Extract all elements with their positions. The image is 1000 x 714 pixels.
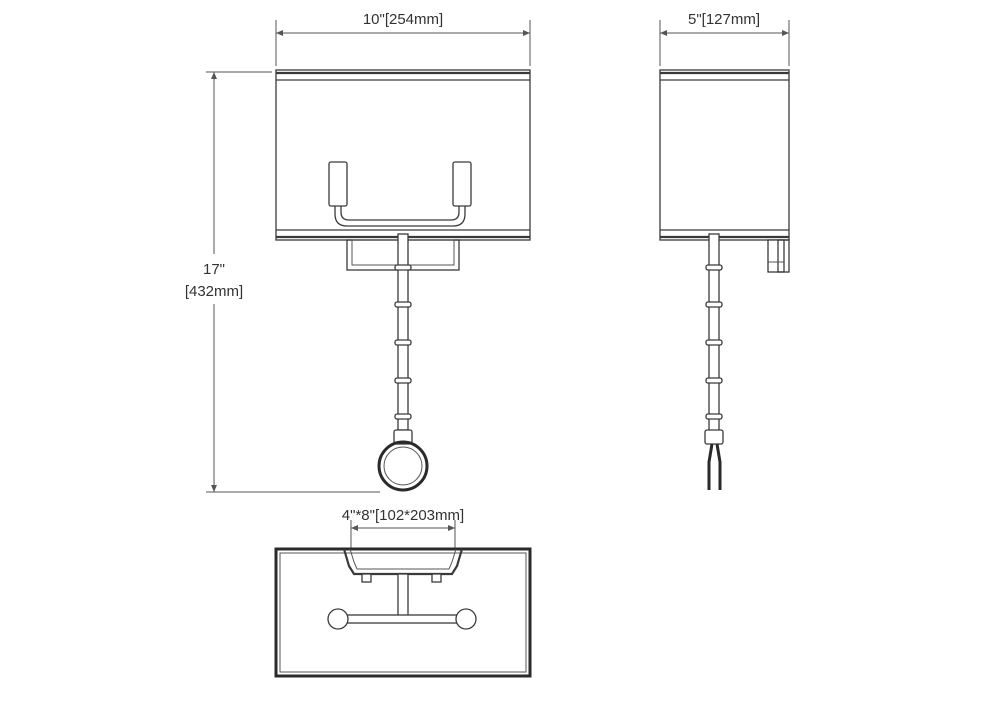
front-shade [275,69,531,241]
height-inch-label: 17" [203,261,225,278]
front-arms [328,161,472,227]
front-width-label: 10"[254mm] [363,11,443,28]
backplate-dimension: 4"*8"[102*203mm] [342,507,464,548]
side-rod [704,233,724,445]
top-arms [327,573,477,630]
top-view: 4"*8"[102*203mm] [274,507,532,678]
side-backplate [767,239,790,273]
backplate-label: 4"*8"[102*203mm] [342,507,464,524]
side-ring [707,443,722,490]
front-view: 10"[254mm] 17" [432mm] [168,11,531,493]
front-ring [377,440,429,492]
side-view: 5"[127mm] [659,11,790,490]
top-backplate [342,548,464,583]
height-mm-label: [432mm] [185,283,243,300]
top-shade [274,547,532,678]
front-rod [393,233,413,445]
height-dimension: 17" [432mm] [168,71,380,493]
side-depth-dimension: 5"[127mm] [659,11,790,66]
side-shade [659,69,790,241]
front-width-dimension: 10"[254mm] [275,11,531,66]
side-depth-label: 5"[127mm] [688,11,760,28]
